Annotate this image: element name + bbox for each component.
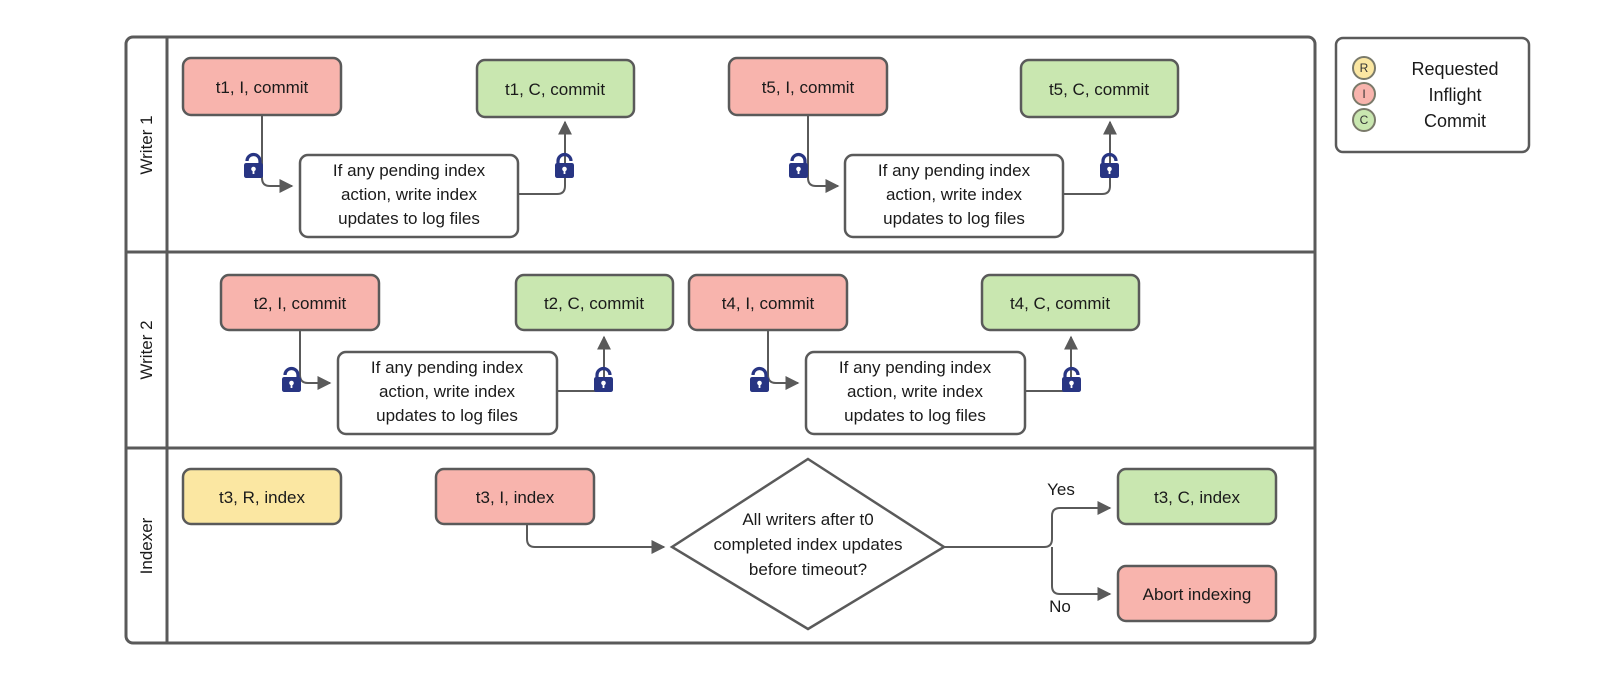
lane-label-text: Writer 1 <box>137 115 156 174</box>
process-line-3: updates to log files <box>376 406 518 425</box>
node-label: t1, I, commit <box>216 78 309 97</box>
lane-label-writer-1: Writer 1 <box>137 115 156 174</box>
node-label: t2, C, commit <box>544 294 644 313</box>
decision-line-2: completed index updates <box>713 535 902 554</box>
swimlane-frame <box>124 35 1317 645</box>
lock-closed-icon <box>750 366 769 392</box>
node-w1-t5-inflight[interactable]: t5, I, commit <box>727 56 889 117</box>
node-w1-t1-inflight[interactable]: t1, I, commit <box>181 56 343 117</box>
legend: R Requested I Inflight C Commit <box>1334 36 1531 154</box>
process-line-1: If any pending index <box>878 161 1031 180</box>
node-label: t5, I, commit <box>762 78 855 97</box>
node-w2-t2-commit[interactable]: t2, C, commit <box>514 273 675 332</box>
process-line-3: updates to log files <box>883 209 1025 228</box>
process-line-1: If any pending index <box>371 358 524 377</box>
legend-badge-letter: R <box>1360 61 1369 75</box>
node-label: t4, C, commit <box>1010 294 1110 313</box>
edge-label-no: No <box>1049 597 1071 616</box>
node-w1-process-left[interactable]: If any pending index action, write index… <box>298 153 520 239</box>
lock-open-icon <box>1062 366 1081 392</box>
legend-badge-letter: I <box>1362 87 1365 101</box>
node-w1-t1-commit[interactable]: t1, C, commit <box>475 58 636 119</box>
node-label: t3, I, index <box>476 488 555 507</box>
process-line-3: updates to log files <box>338 209 480 228</box>
edge-ix-inflight-to-decision <box>526 524 666 554</box>
node-label: t3, C, index <box>1154 488 1240 507</box>
node-label: t5, C, commit <box>1049 80 1149 99</box>
edge-w2-t4-inflight-to-process <box>767 330 800 390</box>
legend-label: Commit <box>1424 111 1486 131</box>
process-line-1: If any pending index <box>839 358 992 377</box>
node-ix-abort[interactable]: Abort indexing <box>1116 564 1278 623</box>
node-w2-t2-inflight[interactable]: t2, I, commit <box>219 273 381 332</box>
lock-open-icon <box>1100 152 1119 178</box>
edge-ix-decision-to-commit-yes <box>944 501 1112 548</box>
node-label: t3, R, index <box>219 488 305 507</box>
decision-line-1: All writers after t0 <box>742 510 873 529</box>
process-line-2: action, write index <box>847 382 984 401</box>
node-w1-process-right[interactable]: If any pending index action, write index… <box>843 153 1065 239</box>
edge-w2-t2-inflight-to-process <box>299 330 332 390</box>
node-ix-t3-commit[interactable]: t3, C, index <box>1116 467 1278 526</box>
lane-label-text: Writer 2 <box>137 320 156 379</box>
node-label: t4, I, commit <box>722 294 815 313</box>
legend-item-commit: C Commit <box>1352 108 1486 132</box>
node-w1-t5-commit[interactable]: t5, C, commit <box>1019 58 1180 119</box>
edge-w1-process-to-t5-commit <box>1063 120 1117 195</box>
lock-closed-icon <box>244 152 263 178</box>
node-w2-process-left[interactable]: If any pending index action, write index… <box>336 350 559 436</box>
process-line-1: If any pending index <box>333 161 486 180</box>
node-ix-t3-inflight[interactable]: t3, I, index <box>434 467 596 526</box>
legend-item-requested: R Requested <box>1352 56 1499 80</box>
lock-closed-icon <box>282 366 301 392</box>
edge-w1-t1-inflight-to-process <box>261 115 294 193</box>
decision-line-3: before timeout? <box>749 560 867 579</box>
node-ix-decision[interactable]: All writers after t0 completed index upd… <box>669 457 947 631</box>
process-line-2: action, write index <box>341 185 478 204</box>
process-line-2: action, write index <box>886 185 1023 204</box>
lock-closed-icon <box>789 152 808 178</box>
lane-label-text: Indexer <box>137 517 156 574</box>
process-line-3: updates to log files <box>844 406 986 425</box>
lock-open-icon <box>594 366 613 392</box>
edge-w1-t5-inflight-to-process <box>807 115 840 193</box>
legend-badge-letter: C <box>1360 113 1369 127</box>
lane-label-indexer: Indexer <box>137 517 156 574</box>
lock-open-icon <box>555 152 574 178</box>
lane-label-writer-2: Writer 2 <box>137 320 156 379</box>
process-line-2: action, write index <box>379 382 516 401</box>
node-ix-t3-requested[interactable]: t3, R, index <box>181 467 343 526</box>
node-w2-t4-inflight[interactable]: t4, I, commit <box>687 273 849 332</box>
legend-label: Inflight <box>1428 85 1481 105</box>
node-w2-process-right[interactable]: If any pending index action, write index… <box>804 350 1027 436</box>
edge-label-yes: Yes <box>1047 480 1075 499</box>
node-w2-t4-commit[interactable]: t4, C, commit <box>980 273 1141 332</box>
node-label: Abort indexing <box>1143 585 1252 604</box>
edge-ix-decision-to-abort-no <box>1051 547 1112 601</box>
node-label: t1, C, commit <box>505 80 605 99</box>
node-label: t2, I, commit <box>254 294 347 313</box>
legend-label: Requested <box>1411 59 1498 79</box>
edge-w1-process-to-t1-commit <box>518 120 572 195</box>
legend-item-inflight: I Inflight <box>1352 82 1482 106</box>
